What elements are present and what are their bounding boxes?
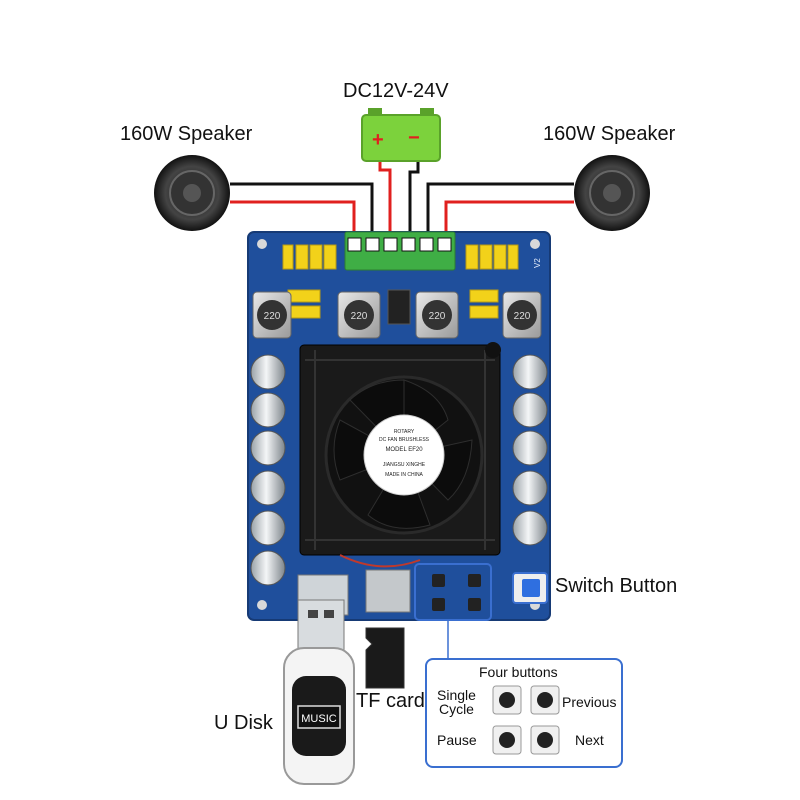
left-speaker-red-wire	[230, 200, 356, 238]
four-buttons-title: Four buttons	[479, 664, 558, 680]
pause-label: Pause	[437, 732, 477, 748]
switch-button-icon	[512, 572, 548, 604]
svg-text:220: 220	[264, 311, 281, 322]
four-buttons-legend: Four buttons Single Cycle Previous Pause…	[425, 658, 623, 768]
power-supply-battery	[361, 108, 441, 162]
inductor: 220	[252, 291, 292, 339]
fan-label-1: ROTARY	[394, 429, 415, 435]
u-disk-icon: MUSIC	[283, 599, 355, 785]
single-cycle-label: Single Cycle	[437, 687, 476, 717]
inductor: 220	[337, 291, 381, 339]
svg-text:220: 220	[514, 311, 531, 322]
u-disk-label: U Disk	[214, 712, 273, 734]
previous-button-icon	[530, 685, 560, 715]
inductor: 220	[502, 291, 542, 339]
pause-button-icon	[492, 725, 522, 755]
tf-card-icon	[365, 627, 405, 689]
left-speaker-icon	[154, 155, 230, 231]
film-capacitors	[282, 244, 519, 319]
four-buttons-grid	[492, 685, 560, 755]
tf-card-label: TF card	[356, 690, 425, 712]
inductors: 220 220 220 220	[252, 289, 542, 339]
terminal-block	[344, 231, 456, 271]
fan-label-2: DC FAN BRUSHLESS	[379, 437, 430, 443]
power-label: DC12V-24V	[343, 80, 449, 102]
right-speaker-black-wire	[426, 182, 574, 238]
power-red-wire	[378, 160, 392, 238]
electrolytic-capacitors	[250, 354, 548, 586]
right-speaker-icon	[574, 155, 650, 231]
heatsink-fan: ROTARY DC FAN BRUSHLESS MODEL EF20 JIANG…	[299, 342, 501, 568]
left-speaker-black-wire	[230, 182, 374, 238]
u-disk-stick-text: MUSIC	[301, 713, 337, 725]
fan-label-4: JIANGSU XINGHE	[383, 462, 426, 468]
switch-button-label: Switch Button	[555, 575, 678, 597]
left-speaker-label: 160W Speaker	[120, 123, 253, 145]
power-black-wire	[408, 160, 420, 238]
fan-label-3: MODEL EF20	[385, 447, 423, 453]
previous-label: Previous	[562, 694, 617, 710]
board-button-area	[414, 563, 492, 621]
right-speaker-red-wire	[444, 200, 574, 238]
battery-minus-symbol: −	[408, 127, 420, 149]
fan-label-5: MADE IN CHINA	[385, 472, 423, 478]
board-version-label: V2	[533, 258, 542, 268]
battery-plus-symbol: +	[372, 129, 384, 151]
next-button-icon	[530, 725, 560, 755]
svg-text:220: 220	[351, 311, 368, 322]
svg-text:220: 220	[429, 311, 446, 322]
rectifier-chip	[387, 289, 411, 325]
next-label: Next	[575, 732, 604, 748]
single-cycle-button-icon	[492, 685, 522, 715]
right-speaker-label: 160W Speaker	[543, 123, 676, 145]
inductor: 220	[415, 291, 459, 339]
wires	[230, 160, 574, 238]
